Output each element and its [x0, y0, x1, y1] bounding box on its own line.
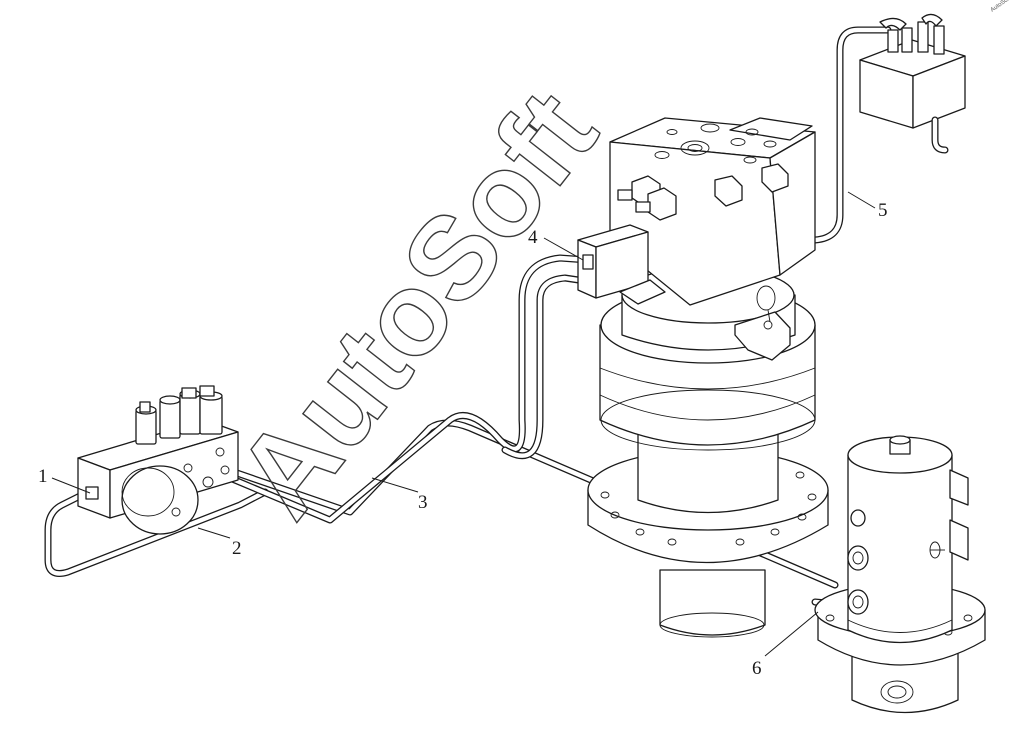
- top-ports: [654, 123, 777, 164]
- slewing-motor: [587, 266, 829, 638]
- hex-plugs: [617, 163, 789, 221]
- callout-2: 2: [232, 538, 242, 559]
- solenoid-coils: [135, 385, 223, 445]
- left-valve-block: [77, 385, 239, 535]
- callout-6: 6: [752, 658, 762, 679]
- motor-valve-block: [577, 117, 816, 306]
- callout-3: 3: [418, 492, 428, 513]
- accumulator-dome: [121, 465, 199, 535]
- corner-mark: AutoSoft: [990, 0, 1013, 14]
- flange-bolt-holes: [600, 471, 817, 546]
- swivel-joint: [814, 435, 986, 714]
- callout-4: 4: [528, 227, 538, 248]
- fittings-top: [879, 13, 945, 55]
- top-right-valve-block: [859, 13, 966, 154]
- callout-1: 1: [38, 466, 48, 487]
- callout-leaders: [51, 191, 876, 657]
- callout-5: 5: [878, 200, 888, 221]
